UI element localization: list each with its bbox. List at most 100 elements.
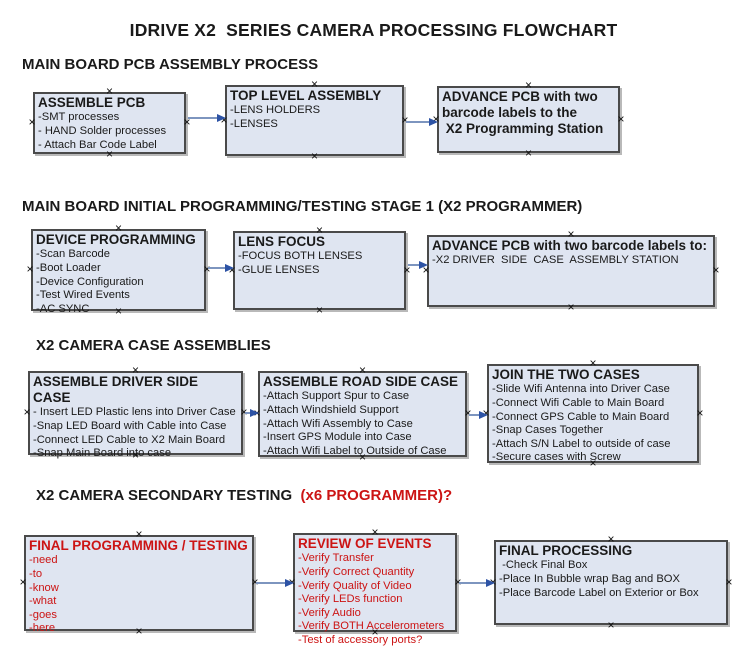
flow-box-advance-pcb-programming-station: ADVANCE PCB with two barcode labels to t… xyxy=(437,86,620,153)
box-item: -Verify LEDs function xyxy=(298,593,403,606)
connector-handle xyxy=(567,230,575,238)
flow-arrow xyxy=(188,114,226,122)
box-title: LENS FOCUS xyxy=(238,234,326,249)
connector-handle xyxy=(23,408,31,416)
box-title: FINAL PROCESSING xyxy=(499,543,633,558)
box-items: - Insert LED Plastic lens into Driver Ca… xyxy=(33,406,238,461)
box-item: -Verify Audio xyxy=(298,606,361,619)
box-item: -to xyxy=(29,567,43,580)
box-items: -Slide Wifi Antenna into Driver Case-Con… xyxy=(492,383,694,465)
box-item: -SMT processes xyxy=(38,111,120,124)
box-item: -Verify Quality of Video xyxy=(298,579,412,592)
connector-handle xyxy=(115,224,123,232)
flow-arrow xyxy=(406,118,438,126)
connector-handle xyxy=(525,149,533,157)
flow-arrow xyxy=(459,579,495,587)
box-item: - Insert LED Plastic lens into Driver Ca… xyxy=(33,406,236,419)
connector-handle xyxy=(28,118,36,126)
box-item: -FOCUS BOTH LENSES xyxy=(238,250,363,263)
box-items: -Scan Barcode-Boot Loader-Device Configu… xyxy=(36,248,201,316)
box-item: -Snap LED Board with Cable into Case xyxy=(33,420,227,433)
box-item: -goes xyxy=(29,608,57,621)
section-header-text: X2 CAMERA SECONDARY TESTING xyxy=(36,487,301,504)
connector-handle xyxy=(567,303,575,311)
connector-handle xyxy=(26,265,34,273)
connector-handle xyxy=(607,621,615,629)
section-header-initial-programming: MAIN BOARD INITIAL PROGRAMMING/TESTING S… xyxy=(22,198,583,215)
box-item: -Attach S/N Label to outside of case xyxy=(492,437,671,450)
box-title: ASSEMBLE PCB xyxy=(38,95,146,110)
box-items: -FOCUS BOTH LENSES-GLUE LENSES xyxy=(238,250,401,277)
flow-box-lens-focus: LENS FOCUS -FOCUS BOTH LENSES-GLUE LENSE… xyxy=(233,231,406,310)
box-item: -Secure cases with Screw xyxy=(492,451,621,464)
box-item: -Scan Barcode xyxy=(36,248,111,261)
flow-arrow xyxy=(469,411,488,419)
box-item: -know xyxy=(29,581,59,594)
connector-handle xyxy=(712,266,720,274)
box-title: ASSEMBLE DRIVER SIDE CASE xyxy=(33,374,202,406)
flow-arrow xyxy=(408,261,428,269)
box-item: -Boot Loader xyxy=(36,261,101,274)
box-title: ASSEMBLE ROAD SIDE CASE xyxy=(263,374,459,389)
flow-box-final-programming-testing: FINAL PROGRAMMING / TESTING -need-to-kno… xyxy=(24,535,254,634)
connector-handle xyxy=(106,87,114,95)
box-title: DEVICE PROGRAMMING xyxy=(36,232,196,247)
box-items: -Verify Transfer-Verify Correct Quantity… xyxy=(298,552,452,648)
box-item: -Connect GPS Cable to Main Board xyxy=(492,410,670,423)
connector-handle xyxy=(589,359,597,367)
box-item: -Verify Correct Quantity xyxy=(298,565,415,578)
box-item: -Place Barcode Label on Exterior or Box xyxy=(499,586,699,599)
box-item: -Test of accessory ports? xyxy=(298,634,423,647)
box-title: REVIEW OF EVENTS xyxy=(298,536,432,551)
box-item: -LENS HOLDERS xyxy=(230,104,321,117)
section-header-secondary-testing: X2 CAMERA SECONDARY TESTING (x6 PROGRAMM… xyxy=(36,487,452,504)
box-item: -here xyxy=(29,622,56,635)
box-item: -Connect Wifi Cable to Main Board xyxy=(492,396,665,409)
box-item: - HAND Solder processes xyxy=(38,124,167,137)
connector-handle xyxy=(311,152,319,160)
box-item: -GLUE LENSES xyxy=(238,263,320,276)
box-item: -Check Final Box xyxy=(499,559,588,572)
box-item: -X2 DRIVER SIDE CASE ASSEMBLY STATION xyxy=(432,254,679,267)
box-item: -AC SYNC xyxy=(36,302,90,315)
box-item: -what xyxy=(29,595,57,608)
connector-handle xyxy=(311,80,319,88)
box-item: -Attach Wifi Label to Outside of Case xyxy=(263,444,447,457)
connector-handle xyxy=(607,535,615,543)
box-items: -X2 DRIVER SIDE CASE ASSEMBLY STATION xyxy=(432,254,710,268)
box-item: -LENSES xyxy=(230,117,278,130)
box-title: TOP LEVEL ASSEMBLY xyxy=(230,88,382,103)
box-title: FINAL PROGRAMMING / TESTING xyxy=(29,538,248,553)
box-item: -Attach Wifi Assembly to Case xyxy=(263,417,413,430)
box-item: -Attach Support Spur to Case xyxy=(263,390,410,403)
connector-handle xyxy=(525,81,533,89)
box-title: ADVANCE PCB with two barcode labels to t… xyxy=(442,89,604,137)
connector-handle xyxy=(135,530,143,538)
connector-handle xyxy=(725,578,733,586)
flow-box-assemble-driver-side-case: ASSEMBLE DRIVER SIDE CASE - Insert LED P… xyxy=(28,371,243,459)
box-item: -need xyxy=(29,554,58,567)
section-header-case-assemblies: X2 CAMERA CASE ASSEMBLIES xyxy=(36,337,271,354)
box-item: -Snap Main Board into case xyxy=(33,447,172,460)
flow-box-advance-pcb-driver-side: ADVANCE PCB with two barcode labels to: … xyxy=(427,235,715,307)
connector-handle xyxy=(183,118,191,126)
connector-handle xyxy=(19,578,27,586)
box-item: -Slide Wifi Antenna into Driver Case xyxy=(492,383,670,396)
box-items: -Attach Support Spur to Case-Attach Wind… xyxy=(263,390,462,458)
flow-arrow xyxy=(256,579,294,587)
box-items: -LENS HOLDERS-LENSES xyxy=(230,104,399,131)
connector-handle xyxy=(403,266,411,274)
section-header-pcb-assembly: MAIN BOARD PCB ASSEMBLY PROCESS xyxy=(22,56,319,73)
connector-handle xyxy=(316,226,324,234)
flow-box-assemble-road-side-case: ASSEMBLE ROAD SIDE CASE -Attach Support … xyxy=(258,371,467,457)
box-items: -need-to-know-what-goes-here xyxy=(29,554,249,636)
connector-handle xyxy=(359,366,367,374)
flow-box-top-level-assembly: TOP LEVEL ASSEMBLY -LENS HOLDERS-LENSES xyxy=(225,85,404,156)
box-item: -Device Configuration xyxy=(36,275,144,288)
connector-handle xyxy=(316,306,324,314)
section-header-red-suffix: (x6 PROGRAMMER)? xyxy=(300,487,453,504)
flow-box-assemble-pcb: ASSEMBLE PCB -SMT processes- HAND Solder… xyxy=(33,92,186,154)
box-item: -Test Wired Events xyxy=(36,289,130,302)
box-items: -Check Final Box-Place In Bubble wrap Ba… xyxy=(499,559,723,600)
